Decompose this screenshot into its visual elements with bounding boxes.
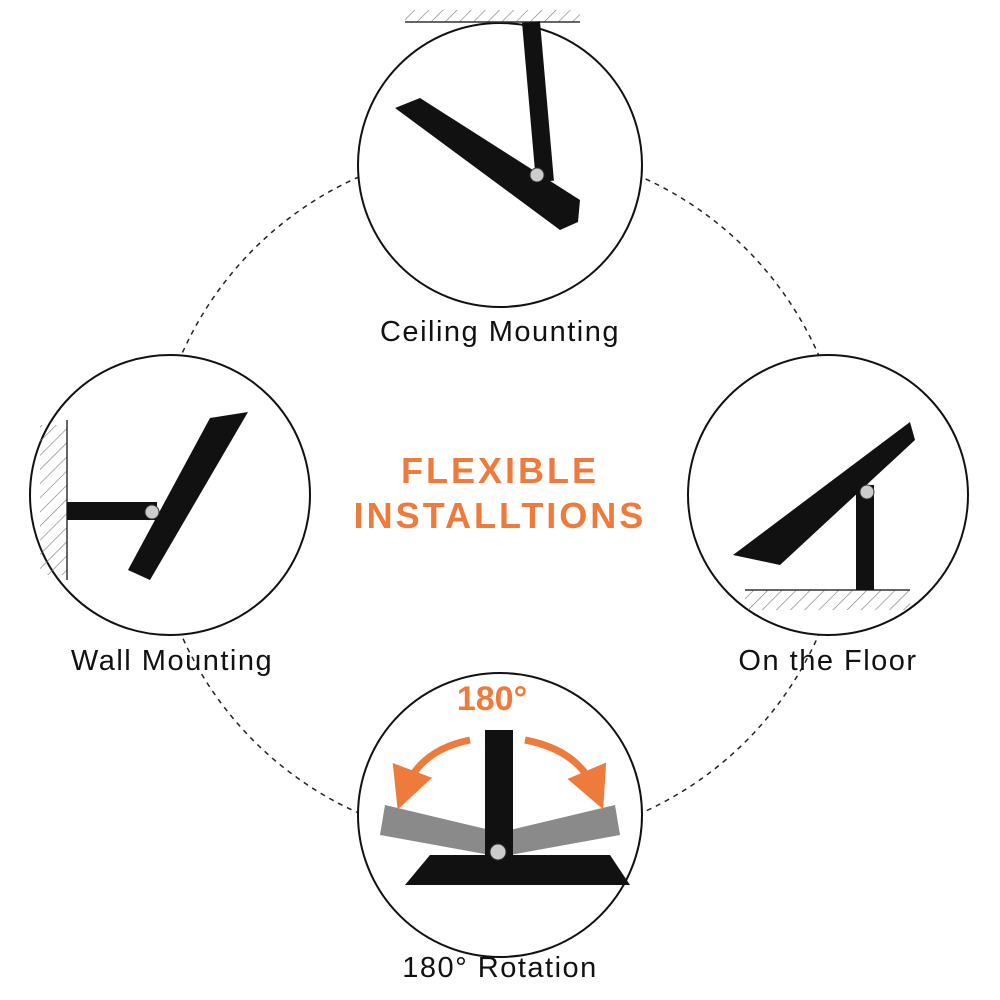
rotation-angle-label: 180° [456,680,528,718]
rotate-right-arrow-icon [524,736,607,810]
title-line-2: INSTALLTIONS [353,495,647,536]
on-the-floor-label: On the Floor [738,645,918,677]
rotation-label: 180° Rotation [402,952,598,984]
bolt-icon [859,484,875,500]
ceiling-mounting-illustration [357,10,643,308]
wall-mounting-label: Wall Mounting [70,645,274,677]
bolt-icon [489,843,507,861]
bolt-icon [529,167,545,183]
bolt-icon [144,504,160,520]
title-line-1: FLEXIBLE [400,450,600,491]
rotate-left-arrow-icon [392,736,471,810]
rotation-illustration [357,672,643,958]
wall-mounting-illustration [29,354,311,636]
floor-mounting-illustration [687,354,969,636]
ceiling-mounting-label: Ceiling Mounting [379,316,621,348]
